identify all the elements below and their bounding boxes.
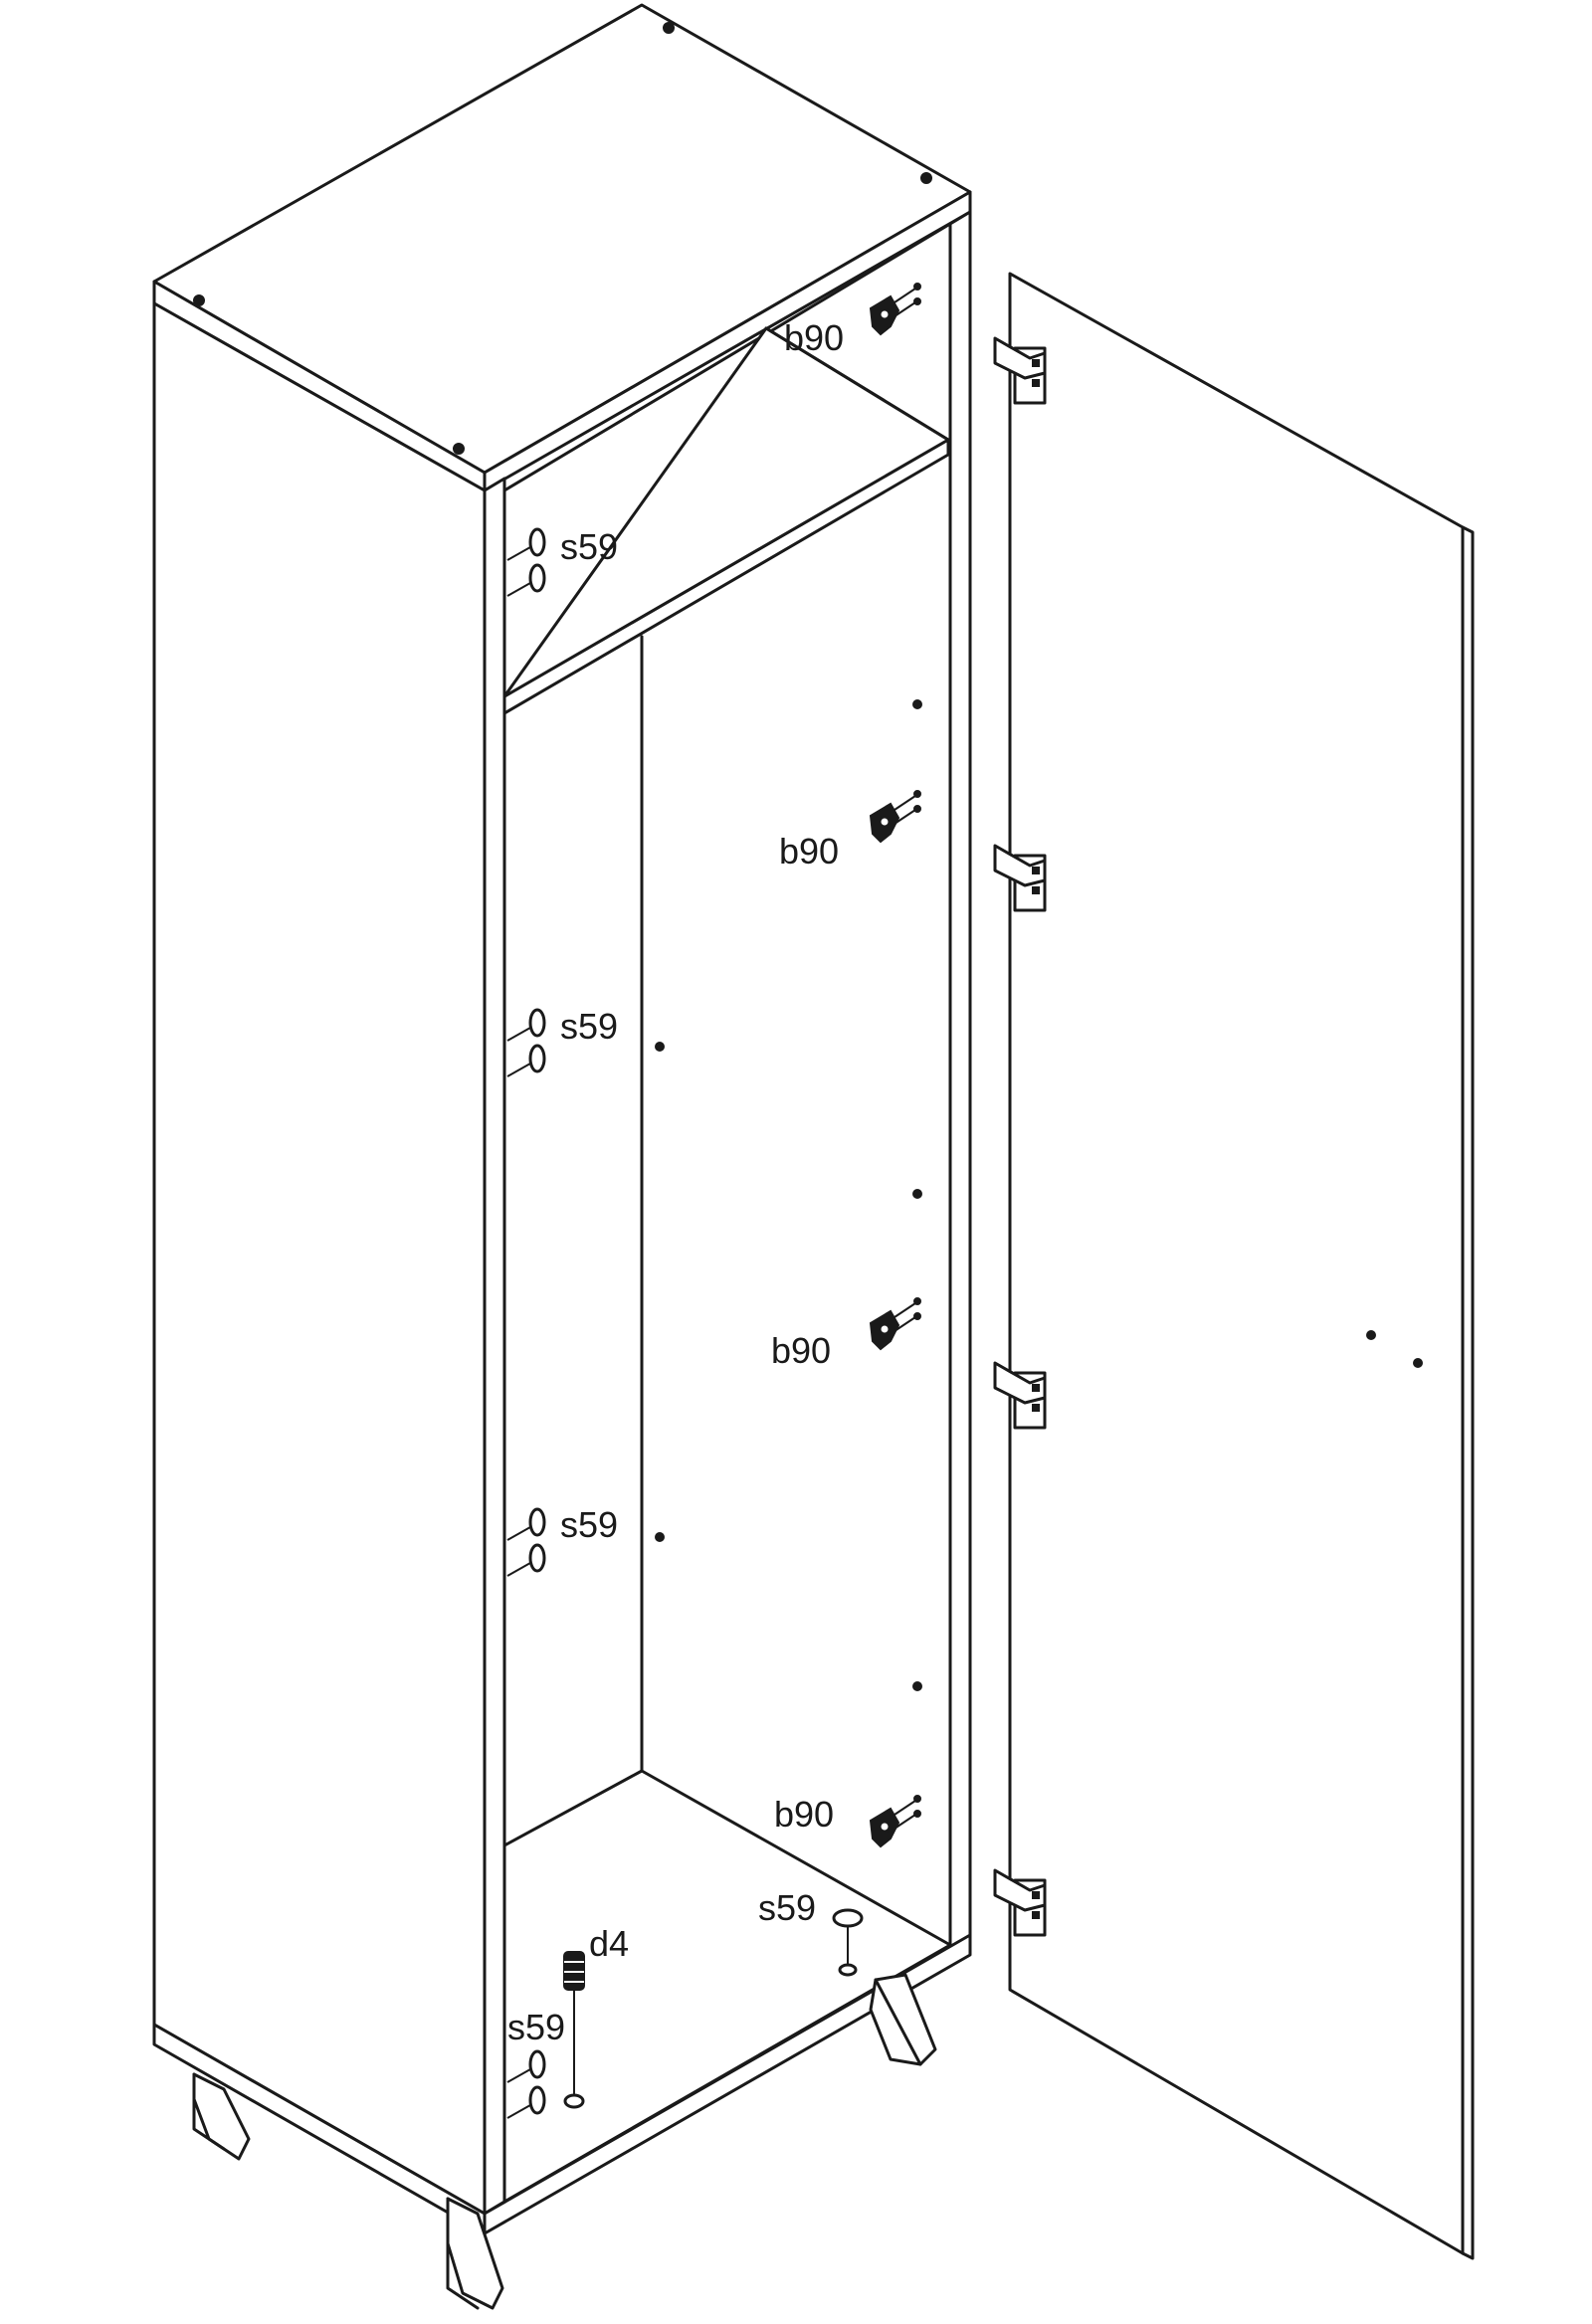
top-screw-hole bbox=[920, 172, 932, 184]
shelf-pin-pair bbox=[506, 1507, 546, 1577]
pre-drilled-hole bbox=[912, 1189, 922, 1199]
label-shelf-pin: s59 bbox=[560, 1006, 618, 1047]
door-edge bbox=[1461, 525, 1475, 2260]
door bbox=[1008, 272, 1475, 2260]
label-hinge: b90 bbox=[774, 1794, 834, 1835]
hinge-mount-b90 bbox=[869, 283, 921, 336]
shelf-pins bbox=[506, 527, 864, 2119]
hinge-mount-b90 bbox=[869, 790, 921, 844]
shelf-pin-pair bbox=[506, 527, 546, 597]
door-panel bbox=[1008, 272, 1465, 2255]
dowel bbox=[563, 1951, 585, 2109]
cabinet-hinge-mounts bbox=[655, 283, 922, 1848]
part-labels: b90 b90 b90 b90 s59 s59 s59 s59 s59 d4 bbox=[507, 317, 844, 2047]
pre-drilled-hole bbox=[912, 699, 922, 709]
hinge-plate bbox=[993, 1361, 1047, 1430]
top-screw-hole bbox=[453, 443, 465, 455]
shelf-pin-pair bbox=[506, 1008, 546, 1077]
hinge-plate bbox=[993, 844, 1047, 912]
door-hinges bbox=[993, 336, 1047, 1937]
pre-drilled-hole bbox=[655, 1532, 665, 1542]
label-hinge: b90 bbox=[784, 317, 844, 358]
label-shelf-pin: s59 bbox=[507, 2007, 565, 2047]
cabinet bbox=[152, 3, 972, 2310]
label-shelf-pin: s59 bbox=[758, 1887, 816, 1928]
top-screw-hole bbox=[663, 22, 675, 34]
hinge-mount-b90 bbox=[869, 1297, 921, 1351]
shelf-pin-floor bbox=[832, 1908, 864, 1977]
pre-drilled-hole bbox=[912, 1681, 922, 1691]
label-hinge: b90 bbox=[779, 831, 839, 872]
label-shelf-pin: s59 bbox=[560, 1504, 618, 1545]
hinge-plate bbox=[993, 336, 1047, 405]
label-hinge: b90 bbox=[771, 1330, 831, 1371]
cabinet-right-front-edge bbox=[948, 210, 972, 1962]
shelf-pin-pair bbox=[506, 2049, 546, 2119]
cabinet-base-side bbox=[483, 1933, 972, 2235]
cabinet-left-front-edge bbox=[483, 477, 506, 2216]
top-screw-hole bbox=[193, 294, 205, 306]
door-handle-hole bbox=[1413, 1358, 1423, 1368]
door-handle-hole bbox=[1366, 1330, 1376, 1340]
hinge-mount-b90 bbox=[869, 1795, 921, 1848]
label-dowel: d4 bbox=[589, 1923, 629, 1964]
hinge-plate bbox=[993, 1868, 1047, 1937]
cabinet-left-side-panel bbox=[152, 301, 487, 2216]
label-shelf-pin: s59 bbox=[560, 526, 618, 567]
pre-drilled-hole bbox=[655, 1042, 665, 1052]
